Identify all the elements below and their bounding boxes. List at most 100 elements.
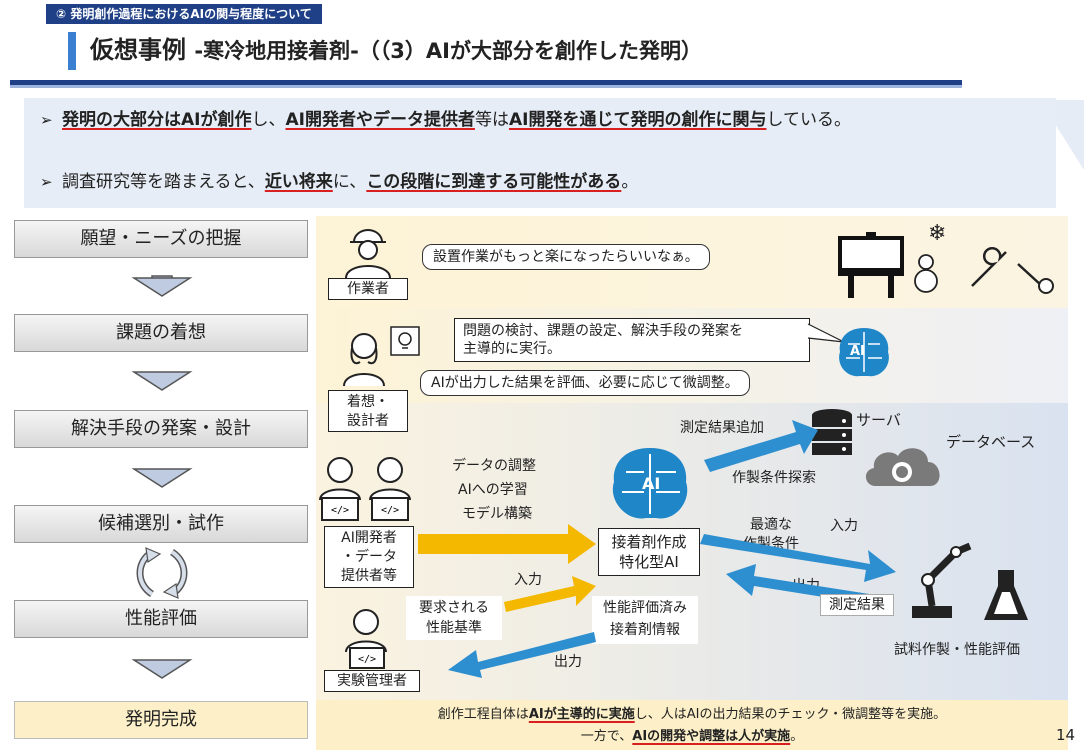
flask-icon: [984, 570, 1028, 620]
title-main: 仮想事例: [90, 36, 186, 64]
criteria-line1: 要求される: [419, 600, 489, 616]
evaluated-line1: 性能評価済み: [603, 600, 687, 616]
dev-task-3: モデル構築: [462, 506, 532, 522]
footer-line1: 創作工程自体はAIが主導的に実施し、人はAIの出力結果のチェック・微調整等を実施…: [316, 704, 1068, 726]
worker-helmet-icon: [345, 229, 391, 279]
step-design: 解決手段の発案・設計: [14, 410, 308, 448]
step-complete: 発明完成: [14, 701, 308, 739]
title-rule: [10, 80, 962, 85]
evaluated-info-box: 性能評価済み 接着剤情報: [592, 596, 698, 644]
optimal-line1: 最適な: [750, 517, 792, 533]
actor-worker: 作業者: [328, 278, 408, 300]
step-needs: 願望・ニーズの把握: [14, 220, 308, 258]
title-accent-bar: [68, 32, 76, 70]
bullet-2-part-2: 近い将来: [264, 172, 333, 192]
dev-task-2: AIへの学習: [458, 482, 528, 498]
blue-arrow-to-lab: [700, 534, 896, 582]
bullet-1-part-6: している。: [766, 110, 851, 130]
snowman-icon: [914, 254, 938, 293]
footer-l2-a: 一方で、: [580, 729, 633, 744]
step-prototype: 候補選別・試作: [14, 505, 308, 543]
ai-lead-callout: 問題の検討、課題の設定、解決手段の発案を 主導的に実行。: [454, 318, 810, 362]
criteria-box: 要求される 性能基準: [406, 596, 502, 640]
bullet-1-part-1: 発明の大部分はAIが創作: [62, 110, 252, 130]
ai-brain-large-icon: [612, 448, 688, 519]
actor-designer: 着想・ 設計者: [328, 390, 408, 432]
ai-lead-line2: 主導的に実行。: [463, 341, 561, 357]
ai-model-line1: 接着剤作成: [611, 533, 687, 551]
billboard-icon: [838, 232, 904, 298]
down-arrow-icon: [131, 371, 193, 391]
svg-text:</>: </>: [331, 505, 349, 516]
ai-glyph-small: AI: [850, 344, 865, 359]
worker-speech-bubble: 設置作業がもっと楽になったらいいなぁ。: [422, 244, 710, 270]
robot-arm-icon: [912, 542, 972, 618]
measure-add-label: 測定結果追加: [680, 420, 764, 436]
bullet-1-part-3: AI開発者やデータ提供者: [285, 110, 475, 130]
lab-label: 試料作製・性能評価: [894, 642, 1020, 658]
title-rule-light: [10, 85, 962, 88]
database-cloud-icon: [865, 448, 940, 486]
bullet-arrow-icon: ➢: [40, 111, 53, 129]
bullet-1-part-4: 等は: [474, 110, 509, 130]
actor-designer-line1: 着想・: [347, 394, 389, 410]
output-label-2: 出力: [554, 654, 582, 670]
step-evaluation: 性能評価: [14, 600, 308, 638]
footer-l2-c: 。: [790, 729, 804, 744]
down-arrow-icon: [131, 659, 193, 679]
bullet-2-part-4: この段階に到達する可能性がある: [366, 172, 622, 192]
database-label: データベース: [946, 433, 1036, 451]
ai-model-line2: 特化型AI: [619, 553, 679, 571]
designer-person-icon: [343, 333, 385, 387]
actor-developer-line3: 提供者等: [341, 568, 397, 584]
yellow-arrow-develop: [418, 524, 596, 564]
bullet-1: ➢ 発明の大部分はAIが創作し、AI開発者やデータ提供者等はAI開発を通じて発明の…: [40, 108, 1040, 132]
bullet-1-part-2: し、: [251, 110, 286, 130]
dev-task-1: データの調整: [452, 458, 536, 474]
wrench-icon: [971, 246, 1007, 287]
page-title: 仮想事例 -寒冷地用接着剤-（（3）AIが大部分を創作した発明）: [90, 30, 702, 65]
ai-lead-line1: 問題の検討、課題の設定、解決手段の発案を: [463, 323, 743, 339]
developers-icon: </> </>: [319, 457, 411, 521]
input-label-2: 入力: [514, 572, 542, 588]
ai-model-box: 接着剤作成 特化型AI: [598, 528, 700, 576]
designer-speech-bubble: AIが出力した結果を評価、必要に応じて微調整。: [420, 370, 750, 396]
bolt-icon: [1017, 263, 1054, 294]
down-arrow-icon: [131, 468, 193, 488]
down-arrow-icon: [131, 275, 193, 297]
criteria-line2: 性能基準: [426, 620, 482, 636]
actor-developer-line2: ・データ: [341, 549, 397, 565]
footer-l2-b: AIの開発や調整は人が実施: [632, 729, 791, 744]
section-tag: ② 発明創作過程におけるAIの関与程度について: [46, 4, 322, 24]
actor-developer: AI開発者 ・データ 提供者等: [324, 526, 414, 588]
footer-l1-b: AIが主導的に実施: [528, 707, 635, 722]
footer-line2: 一方で、AIの開発や調整は人が実施。: [316, 726, 1068, 748]
actor-designer-line2: 設計者: [347, 413, 389, 429]
footer-l1-a: 創作工程自体は: [437, 707, 529, 722]
snowflake-icon: ❄: [928, 221, 947, 246]
lightbulb-icon: [390, 326, 420, 356]
bullet-arrow-icon: ➢: [40, 173, 53, 191]
svg-text:</>: </>: [358, 654, 376, 665]
evaluated-line2: 接着剤情報: [610, 622, 680, 638]
footer-l1-c: し、人はAIの出力結果のチェック・微調整等を実施。: [634, 707, 947, 722]
cycle-arrows-icon: [136, 547, 188, 599]
bullet-2: ➢調査研究等を踏まえると、近い将来に、この段階に到達する可能性がある。: [40, 170, 1040, 194]
manager-person-icon: </>: [345, 609, 387, 669]
search-label: 作製条件探索: [732, 470, 816, 486]
ai-brain-small-icon: [839, 328, 889, 377]
blue-arrow-to-server: [704, 420, 818, 472]
step-idea: 課題の着想: [14, 314, 308, 352]
blue-arrow-to-manager: [448, 632, 596, 678]
actor-manager: 実験管理者: [324, 670, 420, 692]
server-label: サーバ: [856, 411, 901, 429]
bullet-panel: ➢ 発明の大部分はAIが創作し、AI開発者やデータ提供者等はAI開発を通じて発明の…: [24, 98, 1056, 208]
measure-result-box: 測定結果: [820, 594, 894, 616]
bullet-2-part-3: に、: [332, 172, 367, 192]
actor-developer-line1: AI開発者: [341, 530, 397, 546]
title-sub: -寒冷地用接着剤-（（3）AIが大部分を創作した発明）: [194, 39, 702, 63]
bullet-1-part-5: AI開発を通じて発明の創作に関与: [508, 110, 767, 130]
page-number: 14: [1056, 726, 1076, 744]
yellow-arrow-criteria: [504, 576, 596, 612]
footer-summary: 創作工程自体はAIが主導的に実施し、人はAIの出力結果のチェック・微調整等を実施…: [316, 700, 1068, 750]
